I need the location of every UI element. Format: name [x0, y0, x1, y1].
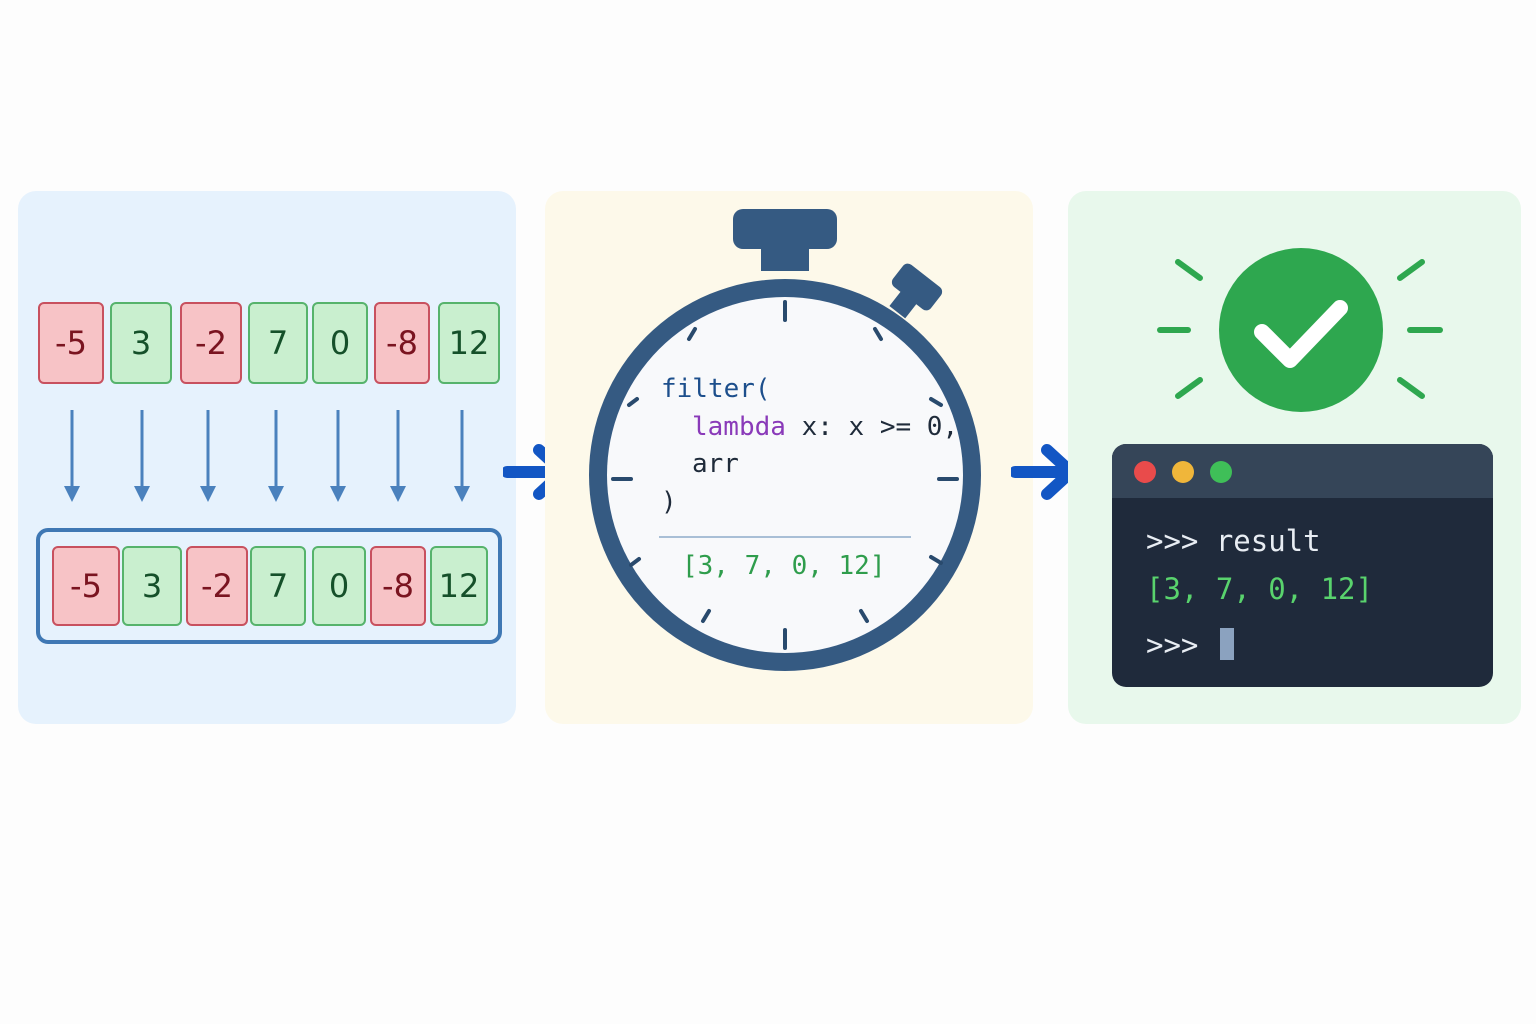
- input-cell: -2: [180, 302, 242, 384]
- down-arrow-icon: [390, 410, 406, 502]
- minimize-dot-icon: [1172, 461, 1194, 483]
- check-circle-icon: [1157, 248, 1443, 412]
- stopwatch-icon: [589, 209, 981, 671]
- input-cell: -5: [38, 302, 104, 384]
- down-arrow-icon: [200, 410, 216, 502]
- down-arrow-icon: [64, 410, 80, 502]
- input-cell: -8: [374, 302, 430, 384]
- terminal-prompt-line: >>> result: [1146, 524, 1321, 558]
- filtered-cell: 7: [250, 546, 306, 626]
- terminal-output-line: [3, 7, 0, 12]: [1146, 572, 1373, 606]
- filtered-cell: -8: [370, 546, 426, 626]
- filtered-cell: 12: [430, 546, 488, 626]
- code-line-lambda: lambda x: x >= 0,: [692, 412, 958, 442]
- input-cell: 0: [312, 302, 368, 384]
- input-cell: 7: [248, 302, 308, 384]
- code-line-filter: filter(: [661, 374, 771, 404]
- down-arrow-icon: [268, 410, 284, 502]
- filtered-cell: -2: [186, 546, 248, 626]
- input-panel: [18, 191, 516, 724]
- down-arrow-icon: [134, 410, 150, 502]
- lambda-expression: x: x >= 0,: [785, 412, 959, 442]
- maximize-dot-icon: [1210, 461, 1232, 483]
- filtered-cell: 0: [312, 546, 366, 626]
- filter-result: [3, 7, 0, 12]: [682, 551, 886, 581]
- terminal-prompt: >>>: [1146, 628, 1199, 662]
- down-arrow-icon: [330, 410, 346, 502]
- close-dot-icon: [1134, 461, 1156, 483]
- code-line-close: ): [661, 487, 677, 517]
- filtered-cell: -5: [52, 546, 120, 626]
- down-arrow-icon: [454, 410, 470, 502]
- terminal-cursor: [1220, 628, 1234, 660]
- filtered-array-box: [36, 528, 502, 644]
- terminal-title-bar: [1112, 444, 1493, 498]
- lambda-keyword: lambda: [692, 412, 786, 442]
- filtered-cell: 3: [122, 546, 182, 626]
- code-line-arr: arr: [692, 449, 739, 479]
- input-cell: 12: [438, 302, 500, 384]
- input-cell: 3: [110, 302, 172, 384]
- terminal-window: >>> result [3, 7, 0, 12] >>>: [1112, 444, 1493, 687]
